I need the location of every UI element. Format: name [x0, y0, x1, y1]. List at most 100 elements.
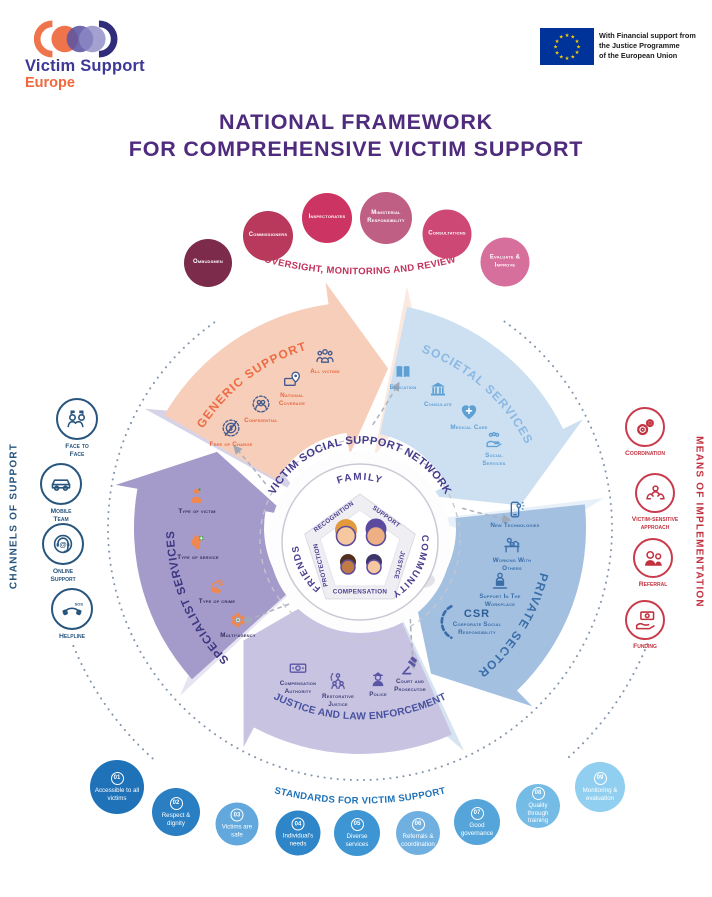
- item-police: Police: [369, 691, 387, 698]
- channel-online-support: @: [42, 523, 84, 565]
- means-coordination: [625, 407, 665, 447]
- dashed-ring: [259, 439, 461, 641]
- pentagon-label-compensation: COMPENSATION: [332, 588, 388, 596]
- channel-label-online-support: Online Support: [50, 568, 76, 584]
- item-csr-sub: Corporate Social Responsibility: [452, 621, 502, 636]
- page-title-line1: NATIONAL FRAMEWORK: [219, 110, 493, 134]
- people-talking-icon: [65, 407, 89, 431]
- standards-title: STANDARDS FOR VICTIM SUPPORT: [273, 785, 446, 806]
- smartphone-plus-icon: [505, 500, 525, 520]
- item-new-technologies: New Technologies: [490, 522, 540, 529]
- means-label-funding: Funding: [633, 643, 657, 650]
- two-people-icon: [642, 547, 665, 570]
- svg-text:★: ★: [570, 55, 575, 61]
- channel-mobile-team: [40, 463, 82, 505]
- svg-text:★: ★: [576, 45, 581, 51]
- restorative-justice-icon: [328, 671, 348, 691]
- svg-text:★: ★: [575, 50, 580, 56]
- svg-text:★: ★: [575, 39, 580, 45]
- item-working-with-others: Working With Others: [492, 557, 532, 572]
- svg-text:★: ★: [555, 39, 560, 45]
- item-free-of-charge: Free of Charge: [209, 441, 253, 448]
- head-cross-icon: [188, 532, 208, 552]
- confidential-people-icon: [251, 394, 271, 414]
- oversight-circle-commissioners: Commissioners: [243, 211, 293, 261]
- svg-text:@: @: [59, 540, 66, 549]
- oversight-title: OVERSIGHT, MONITORING AND REVIEW: [263, 254, 457, 277]
- laptop-person-icon: [490, 571, 510, 591]
- channel-helpline: SOS: [51, 588, 93, 630]
- channel-label-mobile-team: Mobile Team: [50, 508, 72, 524]
- item-education: Education: [389, 384, 417, 391]
- means-funding: [625, 600, 665, 640]
- means-label-referral: Referral: [638, 581, 668, 588]
- svg-text:SOS: SOS: [75, 602, 84, 607]
- item-national-coverage: National Coverage: [278, 392, 306, 407]
- banknote-icon: [288, 658, 308, 678]
- item-csr: CSR: [463, 608, 491, 620]
- item-support-in-the-workplace: Support In The Workplace: [479, 593, 521, 608]
- channels-title: CHANNELS OF SUPPORT: [8, 442, 20, 590]
- person-icon: [187, 486, 207, 506]
- dotted-orbit: [71, 320, 649, 781]
- gavel-icon: [400, 656, 420, 676]
- svg-text:★: ★: [553, 45, 558, 51]
- svg-text:★: ★: [559, 55, 564, 61]
- caring-hands-icon: [644, 482, 667, 505]
- vse-logo-icon: [33, 20, 118, 58]
- channel-label-helpline: Helpline: [58, 633, 86, 640]
- item-compensation-authority: Compensation Authority: [279, 680, 317, 695]
- headset-icon: @: [51, 532, 75, 556]
- people-group-icon: [315, 346, 335, 366]
- item-social-services: Social Services: [482, 452, 506, 467]
- oversight-circle-inspectorates: Inspectorates: [302, 193, 352, 243]
- book-icon: [393, 362, 413, 382]
- logo-region: Europe: [25, 75, 75, 91]
- means-referral: [633, 538, 673, 578]
- means-title: MEANS OF IMPLEMENTATION: [693, 436, 705, 608]
- oversight-circle-ministerial-responsibility: Ministerial Responsibility: [360, 192, 412, 244]
- money-hand-icon: [634, 609, 657, 632]
- channel-label-face-to-face: Face to Face: [65, 443, 89, 459]
- item-medical-care: Medical Care: [450, 424, 488, 431]
- csr-dashed-arc-icon: [439, 602, 479, 642]
- gears-icon: [634, 416, 657, 439]
- helping-hand-icon: [484, 430, 504, 450]
- oversight-circle-evaluate-improve: Evaluate & Improve: [480, 237, 530, 287]
- map-pin-icon: [282, 370, 302, 390]
- item-all-victims: All victims: [310, 368, 340, 375]
- svg-text:★: ★: [555, 50, 560, 56]
- svg-text:★: ★: [559, 35, 564, 41]
- svg-text:★: ★: [570, 35, 575, 41]
- item-confidential: Confidential: [244, 417, 278, 424]
- page-title-line2: FOR COMPREHENSIVE VICTIM SUPPORT: [128, 137, 584, 161]
- no-charge-icon: [221, 418, 241, 438]
- means-label-coordination: Coordination: [624, 450, 666, 457]
- oversight-circle-consultations: Consultations: [422, 209, 472, 259]
- item-type-of-service: Type of service: [177, 554, 219, 561]
- logo-wordmark: Victim Support: [25, 57, 145, 75]
- svg-text:★: ★: [565, 33, 570, 39]
- desk-people-icon: [502, 535, 522, 555]
- car-icon: [49, 472, 73, 496]
- family-members-illustration: [335, 518, 387, 575]
- government-building-icon: [428, 379, 448, 399]
- hand-icon: [207, 576, 227, 596]
- phone-icon: SOS: [60, 597, 84, 621]
- dashed-connector-arrows: [233, 381, 512, 670]
- channel-face-to-face: [56, 398, 98, 440]
- item-type-of-victim: Type of victim: [178, 508, 216, 515]
- multi-agency-flower-icon: [228, 610, 248, 630]
- eu-funding-credit: With Financial support from the Justice …: [599, 31, 696, 61]
- item-restorative-justice: Restorative Justice: [322, 693, 354, 708]
- item-court-and-prosecutor: Court and Prosecutor: [394, 678, 426, 693]
